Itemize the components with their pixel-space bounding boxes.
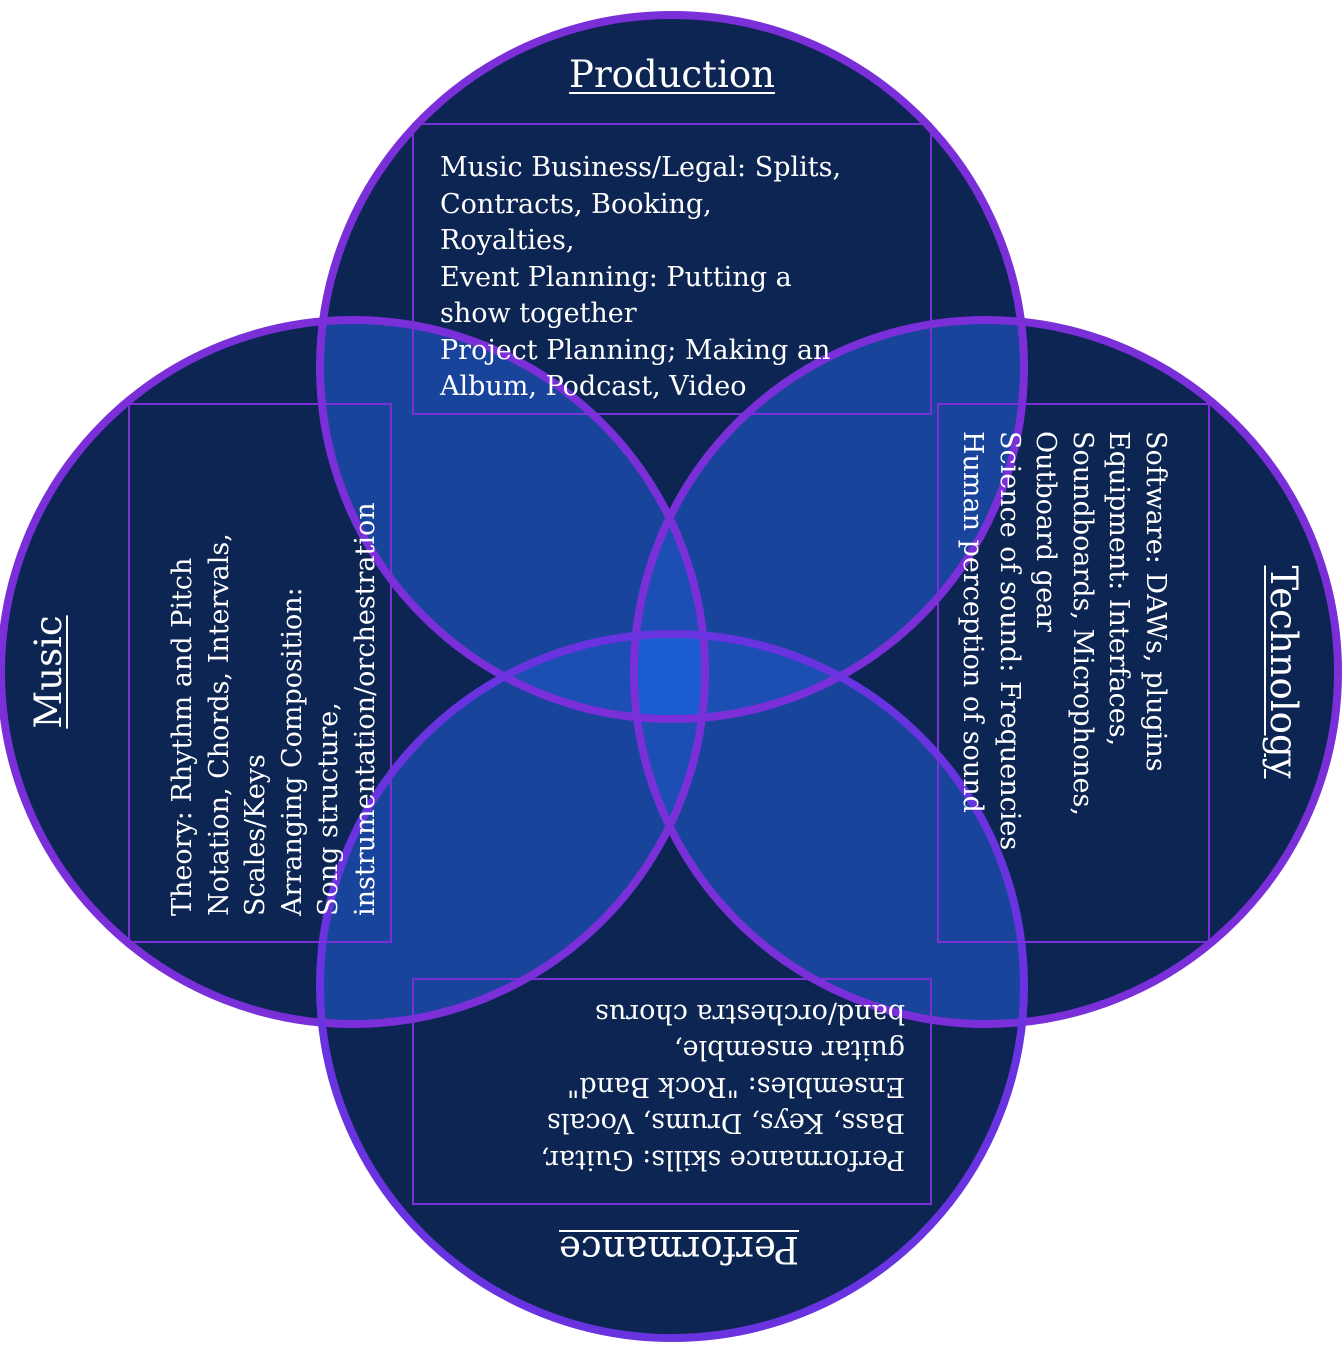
production-box: [412, 123, 932, 415]
technology-title: Technology: [1262, 565, 1305, 779]
performance-text: Performance skills: Guitar, Bass, Keys, …: [540, 998, 906, 1175]
music-box: [128, 403, 392, 943]
performance-box: [412, 978, 932, 1205]
technology-text: Software: DAWs, plugins Equipment: Inter…: [957, 431, 1172, 851]
production-title: Production: [569, 53, 775, 96]
performance-title: Performance: [558, 1228, 800, 1271]
circle-outlines: [0, 11, 1342, 1342]
technology-box: [937, 403, 1210, 943]
music-title: Music: [27, 615, 70, 729]
music-text: Theory: Rhythm and Pitch Notation, Chord…: [167, 502, 381, 916]
production-text: Music Business/Legal: Splits, Contracts,…: [440, 152, 842, 402]
